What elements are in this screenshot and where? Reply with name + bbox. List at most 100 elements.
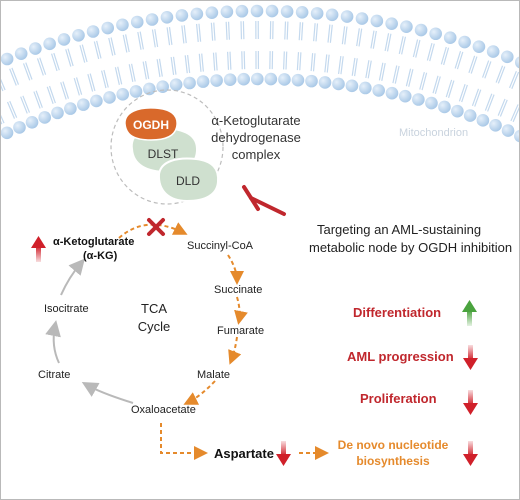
ogdh-complex: OGDH DLST DLD: [110, 89, 224, 205]
nucleotide-decrease-arrow-icon: [463, 441, 478, 466]
lipid-head: [210, 74, 223, 87]
lipid-head: [355, 12, 369, 25]
succinate-label: Succinate: [214, 284, 262, 296]
differentiation-up-arrow-icon: [462, 300, 477, 326]
lipid-tail: [401, 36, 407, 55]
inhibition-caption: Targeting an AML-sustaining metabolic no…: [309, 222, 512, 255]
fumarate-label: Fumarate: [217, 325, 264, 337]
lipid-head: [400, 20, 413, 34]
lipid-head: [86, 25, 100, 38]
lipid-tail: [487, 94, 495, 112]
inhibition-line2: metabolic node by OGDH inhibition: [309, 240, 512, 255]
effect-aml-progression-label: AML progression: [347, 349, 454, 364]
lipid-tail: [370, 30, 375, 49]
citrate-label: Citrate: [38, 369, 70, 381]
lipid-head: [250, 72, 264, 86]
lipid-tail: [87, 74, 94, 92]
lipid-tail: [156, 59, 161, 78]
lipid-head: [129, 85, 143, 98]
oxaloacetate-label: Oxaloacetate: [131, 404, 196, 416]
lipid-tail: [201, 53, 204, 72]
lipid-head: [116, 18, 129, 32]
oxaloacetate-to-citrate-arrow: [81, 382, 134, 404]
lipid-tail: [67, 48, 74, 67]
lipid-tail: [103, 69, 109, 88]
lipid-head: [318, 76, 332, 89]
lipid-tail: [456, 51, 464, 70]
lipid-head: [264, 72, 278, 86]
complex-title-line3: complex: [232, 147, 281, 162]
lipid-tail: [329, 24, 333, 43]
lipid-head: [143, 82, 156, 96]
lipid-head: [385, 17, 398, 30]
lipid-head: [57, 33, 71, 46]
lipid-tail: [114, 67, 120, 85]
lipid-tail: [384, 33, 390, 52]
lipid-head: [25, 115, 39, 129]
lipid-tail: [365, 60, 370, 79]
lipid-head: [451, 104, 464, 118]
lipid-head: [514, 129, 519, 143]
lipid-head: [398, 89, 412, 103]
lipid-tail: [470, 56, 478, 74]
lipid-head: [280, 5, 294, 18]
lipid-tail: [354, 58, 358, 77]
lipid-head: [443, 31, 457, 45]
lipid-head: [43, 37, 56, 51]
lipid-tail: [198, 53, 202, 72]
akg-increase-arrow-icon: [31, 236, 46, 262]
malate-to-oxaloacetate-arrow: [183, 380, 216, 405]
lipid-tail: [468, 55, 476, 74]
lipid-tail: [419, 71, 425, 90]
lipid-tail: [443, 47, 450, 66]
complex-title-line1: α-Ketoglutarate: [211, 113, 300, 128]
nucleotide-label-line2: biosynthesis: [356, 454, 430, 468]
lipid-tail: [445, 79, 453, 98]
lipid-tail: [474, 89, 482, 107]
lipid-tail: [337, 55, 342, 74]
lipid-tail: [381, 63, 386, 81]
lipid-head: [90, 94, 103, 108]
lipid-tail: [65, 49, 72, 67]
lipid-tail: [324, 54, 328, 73]
effect-differentiation-label: Differentiation: [353, 305, 441, 320]
lipid-head: [429, 27, 442, 41]
lipid-tail: [195, 23, 199, 42]
inhibition-line1: Targeting an AML-sustaining: [317, 222, 481, 237]
lipid-head: [310, 7, 324, 20]
lipid-tail: [358, 28, 363, 47]
lipid-head: [278, 73, 291, 86]
lipid-tail: [284, 21, 287, 40]
lipid-tail: [33, 91, 41, 109]
lipid-tail: [461, 84, 468, 103]
complex-title: α-Ketoglutarate dehydrogenase complex: [211, 113, 301, 162]
lipid-head: [116, 88, 130, 101]
lipid-tail: [225, 21, 228, 40]
lipid-tail: [497, 98, 506, 116]
lipid-head: [250, 4, 264, 18]
tca-label-line1: TCA: [141, 301, 167, 316]
ogdh-label: OGDH: [133, 118, 169, 132]
lipid-head: [156, 80, 169, 93]
lipid-tail: [62, 81, 70, 99]
complex-title-line2: dehydrogenase: [211, 130, 301, 145]
lipid-tail: [285, 51, 288, 70]
lipid-tail: [429, 43, 435, 62]
lipid-head: [291, 73, 305, 87]
lipid-tail: [89, 73, 96, 92]
lipid-tail: [283, 51, 285, 70]
lipid-head: [183, 76, 196, 90]
mitochondrion-label: Mitochondrion: [399, 127, 468, 139]
lipid-tail: [412, 39, 419, 58]
lipid-tail: [415, 39, 421, 58]
lipid-head: [103, 91, 116, 104]
lipid-tail: [484, 93, 493, 111]
lipid-tail: [229, 51, 232, 70]
lipid-tail: [392, 65, 398, 84]
aspartate-decrease-arrow-icon: [276, 441, 291, 466]
succinylcoa-label: Succinyl-CoA: [187, 240, 254, 252]
lipid-tail: [39, 57, 47, 75]
lipid-head: [223, 73, 237, 87]
